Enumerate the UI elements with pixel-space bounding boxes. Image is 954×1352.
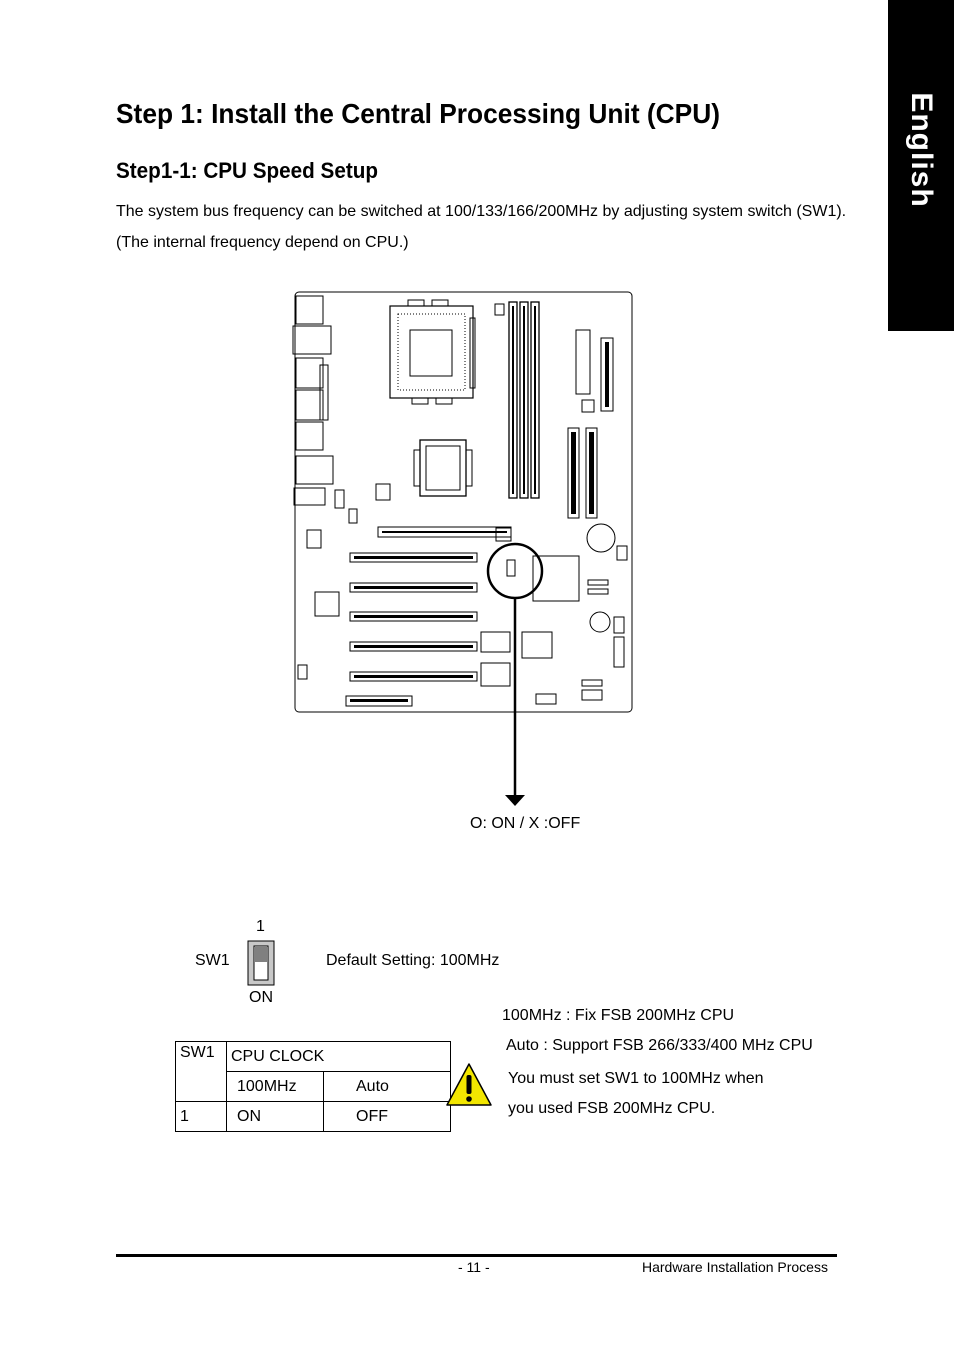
page-number: - 11 - <box>458 1259 490 1275</box>
default-setting: Default Setting: 100MHz <box>326 952 500 969</box>
motherboard-diagram <box>292 291 633 806</box>
dip-switch-icon <box>247 940 275 986</box>
table-option-100mhz: 100MHz <box>226 1071 324 1102</box>
section-title: Step1-1: CPU Speed Setup <box>116 158 378 183</box>
note-line: You must set SW1 to 100MHz when <box>508 1070 764 1087</box>
footer-rule <box>116 1254 837 1257</box>
switch-on-label: ON <box>249 989 273 1006</box>
note-line: you used FSB 200MHz CPU. <box>508 1100 716 1117</box>
table-row-label: 1 <box>175 1101 227 1132</box>
intro-paragraph: The system bus frequency can be switched… <box>116 203 847 251</box>
switch-pin-number: 1 <box>256 918 265 935</box>
table-header-cpu-clock: CPU CLOCK <box>226 1041 451 1072</box>
footer-title: Hardware Installation Process <box>642 1259 828 1275</box>
cpu-clock-table: SW1 CPU CLOCK 100MHz Auto 1 ON OFF <box>175 1041 451 1132</box>
note-line: 100MHz : Fix FSB 200MHz CPU <box>502 1007 735 1024</box>
warning-icon <box>446 1063 492 1106</box>
table-header-sw1: SW1 <box>175 1041 227 1102</box>
switch-name: SW1 <box>195 952 230 969</box>
language-tab: English <box>888 0 954 331</box>
table-option-auto: Auto <box>323 1071 451 1102</box>
switch-legend: O: ON / X :OFF <box>470 815 581 832</box>
note-line: Auto : Support FSB 266/333/400 MHz CPU <box>506 1037 813 1054</box>
table-cell-off: OFF <box>323 1101 451 1132</box>
language-tab-label: English <box>905 92 938 208</box>
page-title: Step 1: Install the Central Processing U… <box>116 98 721 129</box>
table-cell-on: ON <box>226 1101 324 1132</box>
